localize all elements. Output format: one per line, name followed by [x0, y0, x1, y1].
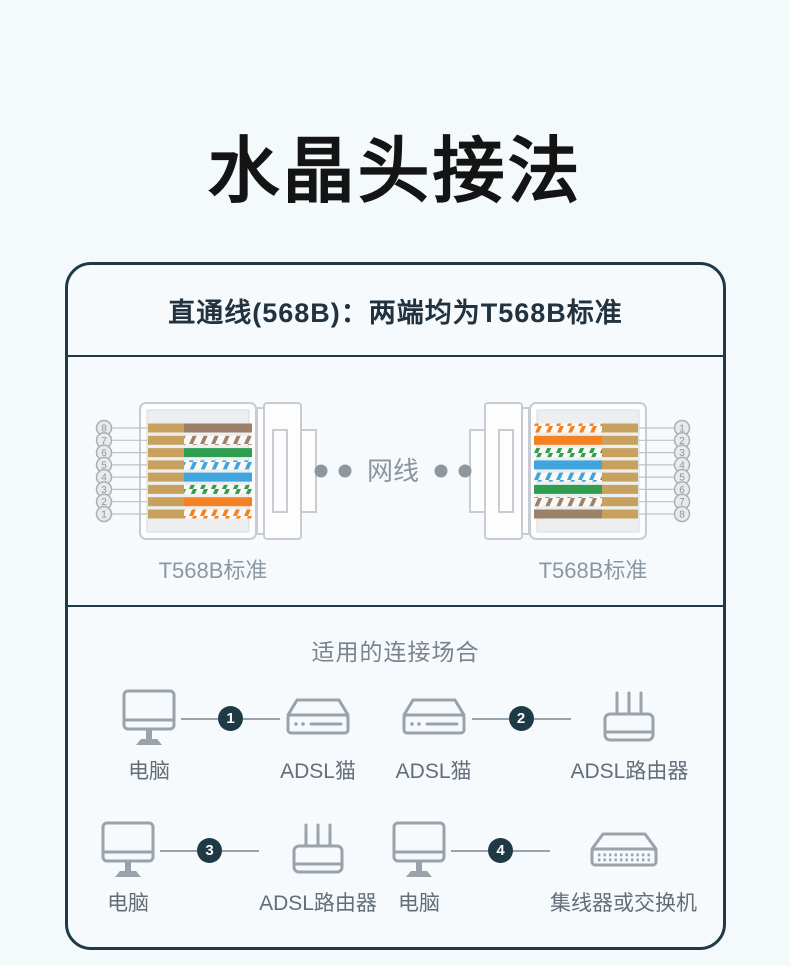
device-modem: ADSL猫: [280, 687, 356, 785]
device-modem: ADSL猫: [396, 687, 472, 785]
cable-dots: [314, 464, 472, 478]
computer-icon: [100, 819, 156, 881]
svg-text:7: 7: [101, 436, 107, 447]
link-line: [471, 717, 509, 720]
svg-text:3: 3: [679, 448, 685, 459]
scenario-4: 电脑 4: [387, 819, 697, 917]
svg-text:2: 2: [101, 497, 107, 508]
link-number-badge: 2: [508, 706, 534, 731]
device-label: ADSL路由器: [570, 760, 689, 783]
link-3: 3: [160, 838, 260, 863]
svg-text:5: 5: [101, 460, 107, 471]
cable-label: 网线: [367, 456, 419, 486]
computer-icon: [121, 687, 177, 749]
page-title: 水晶头接法: [207, 132, 583, 212]
svg-text:1: 1: [101, 510, 107, 521]
link-line: [243, 717, 281, 720]
right-connector-label: T568B标准: [538, 558, 648, 583]
svg-text:3: 3: [101, 485, 107, 496]
link-line: [451, 849, 488, 852]
link-number-badge: 3: [197, 838, 223, 863]
svg-text:4: 4: [101, 473, 107, 484]
scenario-section: 适用的连接场合 电脑 1: [68, 607, 723, 947]
modem-icon: [283, 687, 353, 749]
device-router: ADSL路由器: [259, 819, 377, 917]
svg-text:5: 5: [679, 473, 685, 484]
scenario-3: 电脑 3: [86, 819, 387, 917]
scenario-1: 电脑 1: [86, 687, 387, 785]
svg-text:2: 2: [679, 436, 685, 447]
router-icon: [287, 819, 349, 881]
link-1: 1: [181, 706, 281, 731]
connector-diagram-section: 8 7 6 5 4 3 2 1: [68, 357, 723, 607]
device-computer: 电脑: [96, 819, 160, 917]
right-pin-numbers: 1 2 3 4 5 6 7 8: [673, 419, 691, 523]
svg-text:8: 8: [101, 424, 107, 435]
link-line: [513, 849, 550, 852]
wiring-card: 直通线(568B)：两端均为T568B标准: [65, 262, 726, 950]
left-connector-label: T568B标准: [158, 558, 268, 583]
link-line: [181, 717, 219, 720]
modem-icon: [399, 687, 469, 749]
router-icon: [598, 687, 660, 749]
device-label: ADSL猫: [395, 760, 472, 783]
svg-text:7: 7: [679, 497, 685, 508]
switch-icon: [587, 819, 661, 881]
computer-icon: [391, 819, 447, 881]
link-2: 2: [471, 706, 571, 731]
svg-text:6: 6: [679, 485, 685, 496]
device-switch: 集线器或交换机: [550, 819, 697, 917]
svg-text:1: 1: [679, 424, 685, 435]
device-computer: 电脑: [117, 687, 181, 785]
scenario-2: ADSL猫 2: [387, 687, 697, 785]
device-router: ADSL路由器: [570, 687, 689, 785]
link-line: [222, 849, 260, 852]
card-header-title: 直通线(568B)：两端均为T568B标准: [68, 265, 723, 357]
right-rj45-connector: 1 2 3 4 5 6 7 8: [469, 402, 691, 540]
device-label: ADSL猫: [280, 760, 356, 783]
device-label: 电脑: [128, 760, 171, 783]
device-computer: 电脑: [387, 819, 451, 917]
device-label: ADSL路由器: [259, 892, 377, 915]
rj45-connectors-diagram: 8 7 6 5 4 3 2 1: [95, 402, 691, 540]
left-rj45-connector: 8 7 6 5 4 3 2 1: [95, 402, 317, 540]
svg-text:4: 4: [679, 460, 685, 471]
link-line: [533, 717, 571, 720]
scenario-grid: 电脑 1: [68, 667, 723, 917]
link-4: 4: [451, 838, 550, 863]
device-label: 电脑: [398, 892, 440, 915]
device-label: 集线器或交换机: [550, 892, 697, 915]
svg-text:8: 8: [679, 510, 685, 521]
scenario-section-title: 适用的连接场合: [311, 639, 480, 665]
link-number-badge: 1: [218, 706, 244, 731]
left-pin-numbers: 8 7 6 5 4 3 2 1: [95, 419, 113, 523]
device-label: 电脑: [107, 892, 150, 915]
link-line: [160, 849, 198, 852]
link-number-badge: 4: [488, 838, 513, 863]
svg-text:6: 6: [101, 448, 107, 459]
